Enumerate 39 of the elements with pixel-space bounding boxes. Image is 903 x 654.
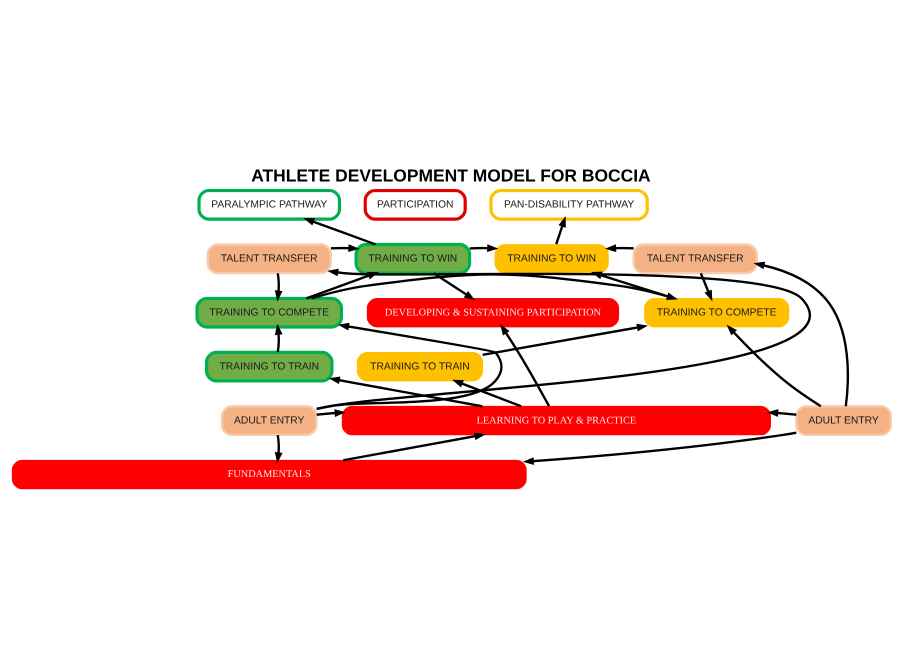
node-box: ADULT ENTRY	[220, 405, 318, 436]
arrow	[452, 380, 522, 408]
arrow	[726, 324, 822, 408]
node-box: TRAINING TO WIN	[354, 242, 472, 275]
node-box: TALENT TRANSFER	[632, 243, 758, 274]
node-box: TRAINING TO TRAIN	[205, 350, 334, 383]
node-box: TRAINING TO WIN	[494, 244, 609, 274]
node-box: PARALYMPIC PATHWAY	[197, 188, 342, 221]
arrow	[753, 262, 850, 406]
node-box: LEARNING TO PLAY & PRACTICE	[342, 406, 771, 436]
arrow	[343, 432, 486, 462]
arrow	[522, 431, 797, 465]
node-box: PARTICIPATION	[364, 188, 467, 221]
arrow	[274, 273, 283, 302]
arrow	[604, 244, 634, 252]
arrow	[316, 268, 810, 410]
node-box: FUNDAMENTALS	[12, 460, 527, 490]
arrow	[500, 324, 550, 407]
node-box: PAN-DISABILITY PATHWAY	[489, 188, 649, 221]
arrow	[700, 272, 712, 302]
arrow	[316, 409, 346, 417]
arrow	[555, 216, 566, 245]
node-box: DEVELOPING & SUSTAINING PARTICIPATION	[366, 298, 620, 328]
arrow	[433, 272, 476, 300]
arrow	[482, 324, 648, 356]
node-box: TRAINING TO COMPETE	[644, 298, 790, 328]
arrow	[767, 409, 796, 417]
node-box: ADULT ENTRY	[795, 405, 892, 436]
arrow	[330, 244, 360, 252]
arrow	[303, 218, 376, 246]
arrow	[274, 324, 283, 352]
arrow	[328, 376, 483, 408]
node-box: TRAINING TO TRAIN	[356, 352, 484, 382]
arrow	[316, 322, 503, 410]
node-box: TRAINING TO COMPETE	[195, 296, 344, 329]
arrow	[470, 244, 498, 252]
arrow	[274, 434, 283, 464]
node-box: TALENT TRANSFER	[206, 243, 332, 274]
diagram-title: ATHLETE DEVELOPMENT MODEL FOR BOCCIA	[251, 166, 651, 186]
